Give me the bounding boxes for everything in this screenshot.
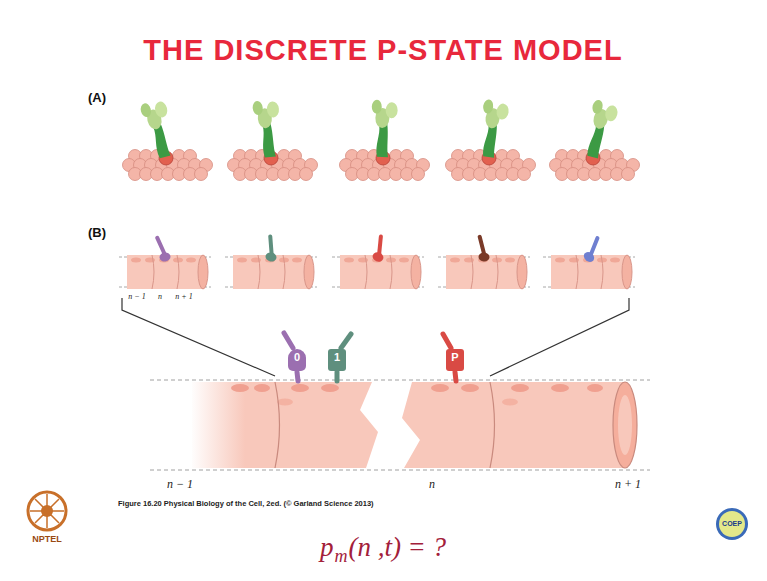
microtubule-row [265, 236, 281, 262]
motor-state-box: 1 [328, 349, 346, 371]
large-microtubule [150, 470, 650, 471]
microtubule-row [438, 237, 530, 289]
myosin-row [252, 99, 284, 158]
formula: p [320, 532, 334, 563]
myosin-row [446, 99, 536, 181]
site-index: n [429, 478, 435, 492]
zoom-bracket [122, 298, 275, 376]
large-microtubule [551, 384, 569, 392]
nptel-logo [30, 494, 64, 528]
myosin-row [228, 99, 318, 181]
state-label: P [451, 351, 459, 364]
logo-text: COEP [722, 520, 742, 528]
myosin-row [370, 100, 398, 158]
microtubule-row [582, 238, 606, 264]
motor-lever [443, 334, 451, 348]
myosin-row [550, 99, 640, 181]
large-microtubule [321, 384, 339, 392]
nptel-logo [28, 492, 66, 530]
motor-state-box: 0 [288, 349, 306, 371]
site-index: n + 1 [615, 478, 641, 492]
microtubule-row [225, 236, 317, 289]
nptel-logo [28, 492, 66, 530]
large-microtubule [402, 382, 625, 468]
zoom-bracket [490, 298, 629, 376]
microtubule-row [332, 236, 424, 289]
formula: (n ,t) = ? [348, 532, 446, 563]
microtubule-row [157, 236, 171, 262]
large-microtubule [150, 380, 650, 381]
panel-label: (B) [88, 226, 106, 241]
myosin-row [476, 99, 510, 159]
myosin-row [581, 99, 620, 161]
motor-state-box: P [446, 349, 464, 371]
large-microtubule [277, 399, 293, 406]
large-microtubule [231, 384, 249, 392]
large-microtubule [502, 399, 518, 406]
motor-lever [341, 334, 351, 348]
site-index: n [158, 292, 162, 301]
large-microtubule [431, 384, 449, 392]
figure-caption: Figure 16.20 Physical Biology of the Cel… [118, 500, 374, 509]
large-microtubule [254, 384, 270, 392]
microtubule-row [119, 236, 211, 289]
formula-subscript: m [334, 546, 347, 567]
slide-title: THE DISCRETE P-STATE MODEL [143, 34, 622, 67]
motor-lever [297, 372, 298, 381]
logo-text: NPTEL [32, 534, 62, 544]
large-microtubule [613, 382, 637, 468]
coep-logo [716, 508, 748, 540]
large-microtubule [291, 384, 309, 392]
zoom-bracket [122, 298, 629, 376]
microtubule-row [478, 237, 490, 262]
myosin-row [340, 100, 430, 181]
motor-lever [284, 333, 456, 381]
microtubule-row [119, 236, 635, 289]
myosin-row [123, 98, 640, 180]
large-microtubule [231, 384, 603, 406]
large-microtubule [461, 384, 479, 392]
microtubule-row [371, 236, 390, 263]
state-label: 1 [333, 351, 341, 364]
large-microtubule [275, 382, 495, 468]
motor-lever [284, 333, 293, 348]
state-label: 0 [293, 351, 301, 364]
coep-logo [716, 508, 748, 540]
myosin-row [123, 98, 213, 180]
microtubule-row [543, 238, 635, 289]
myosin-row [139, 98, 178, 160]
panel-label: (A) [88, 91, 106, 106]
motor-lever [455, 372, 456, 381]
site-index: n − 1 [167, 478, 193, 492]
site-index: n − 1 [128, 292, 145, 301]
motor-lever [335, 372, 340, 381]
large-microtubule [192, 382, 378, 468]
large-microtubule [587, 384, 603, 392]
large-microtubule [150, 380, 650, 470]
site-index: n + 1 [175, 292, 192, 301]
large-microtubule [511, 384, 529, 392]
large-microtubule [618, 395, 632, 455]
coep-logo [719, 511, 745, 537]
